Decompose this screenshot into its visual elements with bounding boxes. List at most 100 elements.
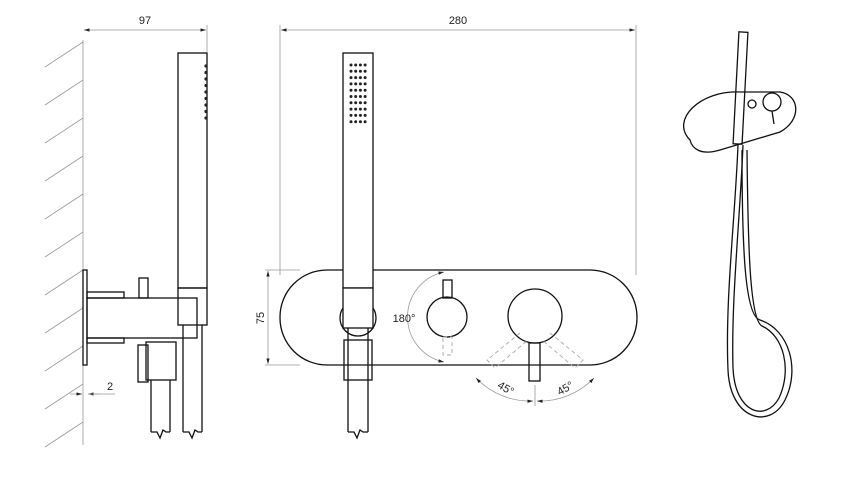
mixer-lever-left-position [486,332,529,369]
mixer-lever-right-position [541,332,584,369]
hatch-line [44,117,84,144]
wall-plate-front [279,269,638,366]
nozzle-dot [363,113,367,117]
nozzle-dot [358,76,362,80]
nozzle-dot [358,107,362,111]
nozzle-dot [349,95,353,98]
nozzle-dot [354,101,358,105]
spray-nozzles-front [349,63,367,124]
dimension-width-label: 280 [449,15,467,27]
wall-hatching [44,41,84,448]
nozzle-dot [349,69,353,73]
hatch-line [44,41,84,68]
nozzle-dot [363,82,367,86]
nozzle-dot [363,76,367,80]
spray-nozzles-side [204,64,208,120]
nozzle-dot [363,95,367,98]
nozzle-dot [358,120,362,124]
nozzle-dot [349,88,353,92]
nozzle-dot [363,63,367,67]
mixer-knob [507,288,563,344]
handshower-perspective [732,31,749,145]
nozzle-dot [354,113,358,117]
front-view: 280 75 180° 45° 45° [255,15,638,440]
nozzle-dot [354,107,358,111]
diverter-stem-rotated [442,336,453,356]
nozzle-dot [349,63,353,67]
nozzle-dot [349,101,353,105]
nozzle-dot [204,64,208,68]
handshower-front [342,52,374,289]
lever-side [137,344,149,383]
hose-front [347,328,369,440]
nozzle-dot [349,107,353,111]
hatch-line [44,193,84,220]
hatch-line [44,79,84,106]
nozzle-dot [363,69,367,73]
nozzle-dot [204,103,208,107]
angle-arc-left [475,377,534,403]
nozzle-dot [349,76,353,80]
hose-perspective-inner [732,144,786,412]
mixer-knob-perspective [762,92,782,112]
diverter-stem [442,279,453,299]
nozzle-dot [358,63,362,67]
nozzle-dot [358,88,362,92]
nozzle-dot [349,82,353,86]
handshower-side [177,52,208,289]
hose-coupling-side [145,341,177,381]
wall-plate-perspective [683,91,797,153]
nozzle-dot [354,63,358,67]
nozzle-dot [204,83,208,88]
mixer-lever-perspective [771,110,775,125]
nozzle-dot [204,77,208,81]
nozzle-dot [349,113,353,117]
hatch-line [44,345,84,372]
nozzle-dot [354,82,358,86]
hatch-line [44,155,84,182]
nozzle-dot [363,101,367,105]
rotation-180-label: 180° [393,313,416,325]
nozzle-dot [204,109,208,114]
angle-right-label: 45° [555,380,575,399]
angle-arc-right [536,377,595,403]
nozzle-dot [204,70,208,75]
nozzle-dot [358,113,362,117]
nozzle-dot [354,120,358,124]
hose-nut-front [343,339,373,381]
nozzle-dot [354,76,358,80]
diverter-knob [426,296,468,338]
nozzle-dot [349,120,353,124]
nozzle-dot [363,107,367,111]
nozzle-dot [354,95,358,98]
nozzle-dot [358,95,362,98]
dimension-height-label: 75 [255,312,267,324]
nozzle-dot [358,101,362,105]
body-bottom-flange [86,337,125,344]
body-top-flange [86,291,125,299]
perspective-view [683,31,797,418]
handshower-base-front [342,287,374,329]
knob-stem-side [138,277,149,299]
hatch-line [44,307,84,334]
dimension-depth-label: 97 [139,15,151,27]
handshower-holder-side [177,287,208,326]
hose-perspective [726,144,793,418]
rotation-arc-180 [407,271,445,363]
dimension-gap-label: 2 [107,381,113,393]
diverter-knob-perspective [747,99,757,109]
mixer-lever [528,342,541,382]
hatch-line [44,383,84,410]
angle-left-label: 45° [495,380,515,399]
hose-side-1 [150,380,171,440]
nozzle-dot [354,88,358,92]
hatch-line [44,269,84,296]
nozzle-dot [358,69,362,73]
nozzle-dot [358,82,362,86]
nozzle-dot [204,116,208,120]
nozzle-dot [354,69,358,73]
hatch-line [44,421,84,448]
nozzle-dot [204,90,208,94]
